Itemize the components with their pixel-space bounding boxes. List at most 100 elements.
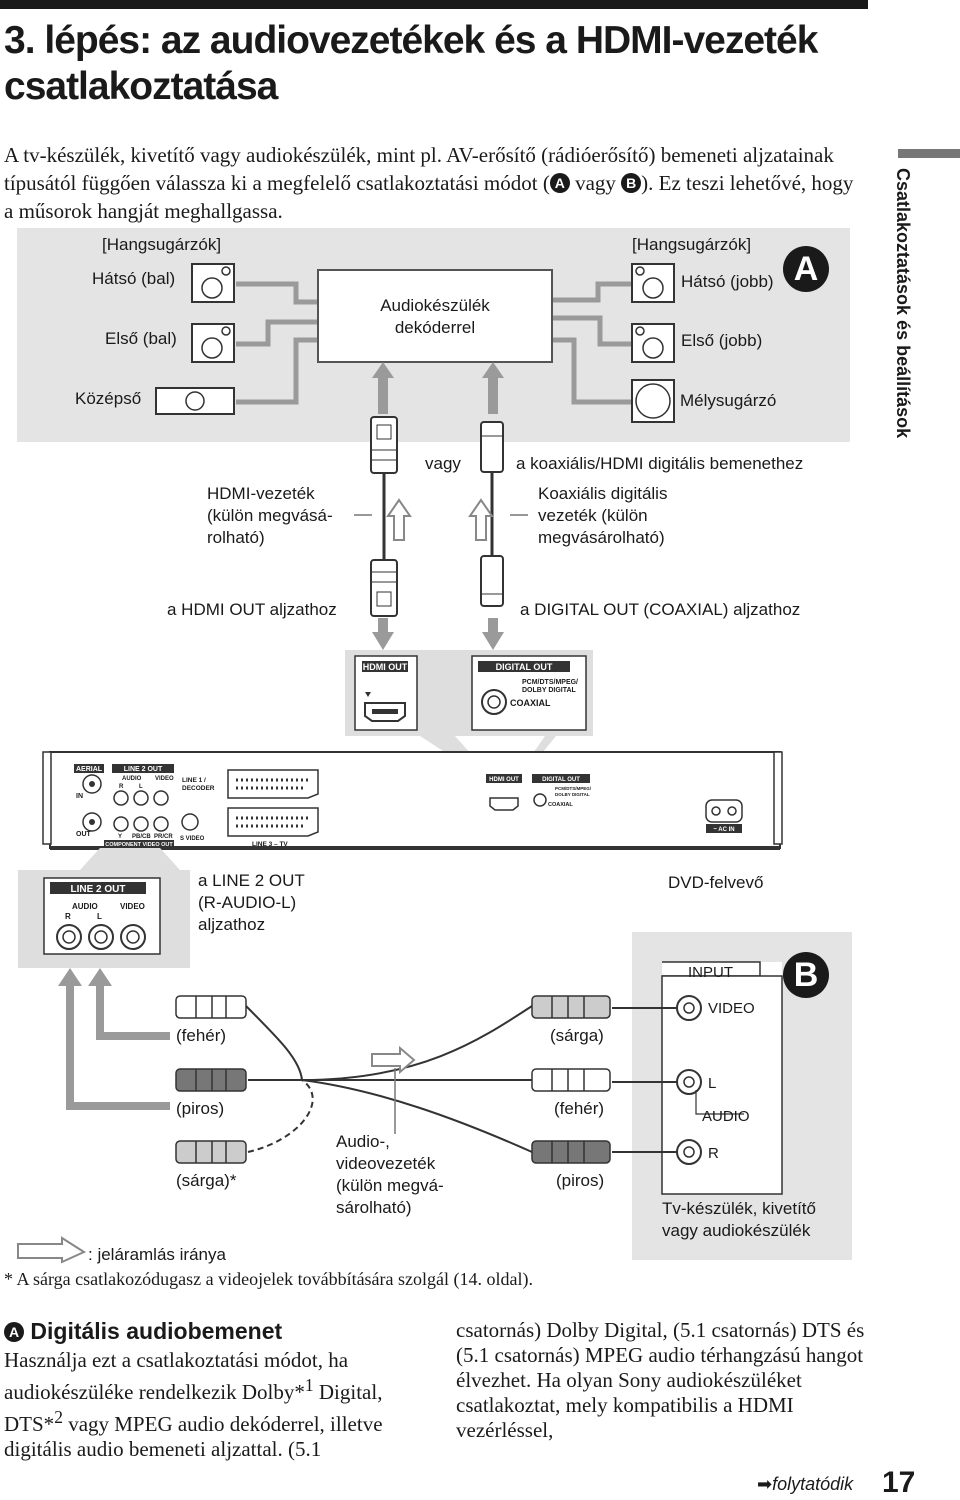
intro-text-3: ). Ez teszi lehetővé, hogy a műsorok han…	[4, 171, 854, 223]
speakers-right-header: [Hangsugárzók]	[632, 235, 752, 254]
av-cable-wires	[245, 1005, 677, 1153]
coax-cable-label-1: Koaxiális digitális	[538, 484, 668, 503]
tv-input-l-label: L	[708, 1075, 717, 1092]
panel-pr-label: PR/CR	[154, 834, 173, 840]
panel-line3-label: LINE 3 – TV	[252, 841, 288, 848]
speaker-front-left	[191, 323, 235, 363]
speaker-cables	[236, 281, 632, 405]
rca-plugs-left	[175, 995, 247, 1164]
section-text-left: Használja ezt a csatlakoztatási módot, h…	[4, 1348, 424, 1462]
recorder-name-label: DVD-felvevő	[668, 873, 764, 892]
letter-a-icon: A	[549, 173, 570, 193]
panel-acin-label: ~ AC IN	[713, 827, 734, 833]
tv-input-video-label: VIDEO	[708, 1000, 755, 1017]
hdmi-cable-label-2: (külön megvásá-	[207, 506, 333, 525]
panel-r-label: R	[119, 784, 124, 790]
flow-arrows-down	[372, 618, 504, 650]
coax-cable-label-2: vezeték (külön	[538, 506, 648, 525]
top-rule	[0, 0, 868, 9]
plug-yellow-left-label: (sárga)*	[176, 1171, 237, 1190]
line2-target-label-3: aljzathoz	[198, 915, 266, 934]
speaker-subwoofer	[631, 379, 675, 423]
coaxial-jack-label: COAXIAL	[510, 698, 551, 708]
av-cable-label-2: videovezeték	[336, 1154, 436, 1173]
hdmi-cable	[370, 416, 398, 617]
decoder-label-2: dekóderrel	[394, 318, 476, 337]
side-tab-label: Csatlakoztatások és beállítások	[893, 168, 913, 439]
plug-yellow-right-label: (sárga)	[550, 1026, 604, 1045]
audio-decoder-box	[317, 269, 553, 363]
label-to-digital-out: a DIGITAL OUT (COAXIAL) aljzathoz	[520, 600, 801, 619]
speakers-left-header: [Hangsugárzók]	[102, 235, 222, 254]
superscript-2: 2	[54, 1407, 63, 1427]
label-rear-right: Hátsó (jobb)	[681, 272, 774, 291]
plug-white-right-label: (fehér)	[554, 1099, 605, 1118]
aerial-in-label: IN	[76, 793, 83, 800]
coaxial-cable	[480, 421, 504, 607]
rca-plugs-right	[531, 995, 611, 1164]
tv-input-audio-label: AUDIO	[702, 1108, 750, 1125]
plug-white-left-label: (fehér)	[176, 1026, 227, 1045]
line2-closeup-video: VIDEO	[120, 902, 145, 911]
flow-arrows-outline	[386, 498, 494, 541]
plug-red-left-label: (piros)	[176, 1099, 225, 1118]
flow-arrows-up	[372, 362, 504, 414]
section-title: Digitális audiobemenet	[30, 1318, 283, 1344]
hdmi-out-jack-label: HDMI OUT	[363, 662, 408, 672]
av-cable-label-3: (külön megvá-	[336, 1176, 444, 1195]
left-text-3: vagy MPEG audio dekóderrel, illetve digi…	[4, 1412, 383, 1461]
decoder-label-1: Audiokészülék	[380, 296, 490, 315]
scart-line3	[227, 807, 319, 837]
flow-legend-arrow-icon	[17, 1236, 87, 1264]
hdmi-cable-label-1: HDMI-vezeték	[207, 484, 315, 503]
line2-target-label-2: (R-AUDIO-L)	[198, 893, 297, 912]
speaker-rear-right	[631, 263, 675, 303]
coax-cable-label-3: megvásárolható)	[538, 528, 665, 547]
section-heading: A Digitális audiobemenet	[4, 1318, 282, 1345]
tv-input-r-label: R	[708, 1145, 719, 1162]
continued-indicator: ➡folytatódik	[757, 1474, 853, 1495]
panel-component-label: COMPONENT VIDEO OUT	[105, 842, 173, 848]
section-text-right: csatornás) Dolby Digital, (5.1 csatornás…	[456, 1318, 865, 1442]
footnote: * A sárga csatlakozódugasz a videojelek …	[4, 1269, 533, 1289]
panel-line1-label-1: LINE 1 /	[182, 777, 206, 784]
aerial-out-label: OUT	[76, 831, 92, 838]
title-line-1: 3. lépés: az audiovezetékek és a HDMI-ve…	[4, 19, 818, 62]
label-center: Középső	[75, 389, 142, 408]
left-text-2: Digital, DTS*	[4, 1380, 383, 1436]
panel-video-label: VIDEO	[155, 776, 174, 782]
recorder-rear-panel: AERIAL IN OUT LINE 2 OUT AUDIO VIDEO R L…	[42, 751, 783, 850]
tv-input-panel	[661, 961, 783, 1195]
panel-digital-label: DIGITAL OUT	[542, 777, 580, 783]
panel-l-label: L	[139, 784, 143, 790]
line2-closeup-r: R	[65, 912, 71, 921]
left-text-1: Használja ezt a csatlakoztatási módot, h…	[4, 1348, 349, 1404]
hdmi-out-jack: HDMI OUT	[354, 655, 418, 731]
arrow-right-icon: ➡	[757, 1474, 773, 1494]
digital-out-jack-label: DIGITAL OUT	[496, 662, 553, 672]
line2-out-closeup: LINE 2 OUT AUDIO VIDEO R L	[43, 877, 161, 955]
intro-text-2: vagy	[569, 171, 622, 195]
tv-input-label: INPUT	[688, 964, 733, 981]
label-front-right: Első (jobb)	[681, 331, 763, 350]
label-or: vagy	[425, 454, 461, 473]
panel-pb-label: PB/CB	[132, 834, 151, 840]
hdmi-cable-label-3: rolható)	[207, 528, 265, 547]
line2-closeup-label: LINE 2 OUT	[70, 884, 125, 895]
scart-line1	[227, 769, 319, 799]
line2-closeup-l: L	[97, 912, 102, 921]
panel-line1-label-2: DECODER	[182, 785, 215, 792]
panel-fmt2: DOLBY DIGITAL	[555, 792, 590, 797]
flow-legend-label: : jeláramlás iránya	[88, 1245, 226, 1264]
flow-arrow-b-mid	[371, 1045, 416, 1134]
panel-coaxial-label: COAXIAL	[548, 802, 573, 808]
continued-label: folytatódik	[772, 1474, 854, 1494]
letter-b-icon: B	[621, 173, 642, 193]
panel-hdmi-label: HDMI OUT	[489, 777, 519, 783]
aerial-label: AERIAL	[76, 766, 103, 773]
side-tab-bar	[898, 149, 960, 158]
badge-b: B	[783, 952, 829, 998]
page-title: 3. lépés: az audiovezetékek és a HDMI-ve…	[4, 18, 818, 110]
